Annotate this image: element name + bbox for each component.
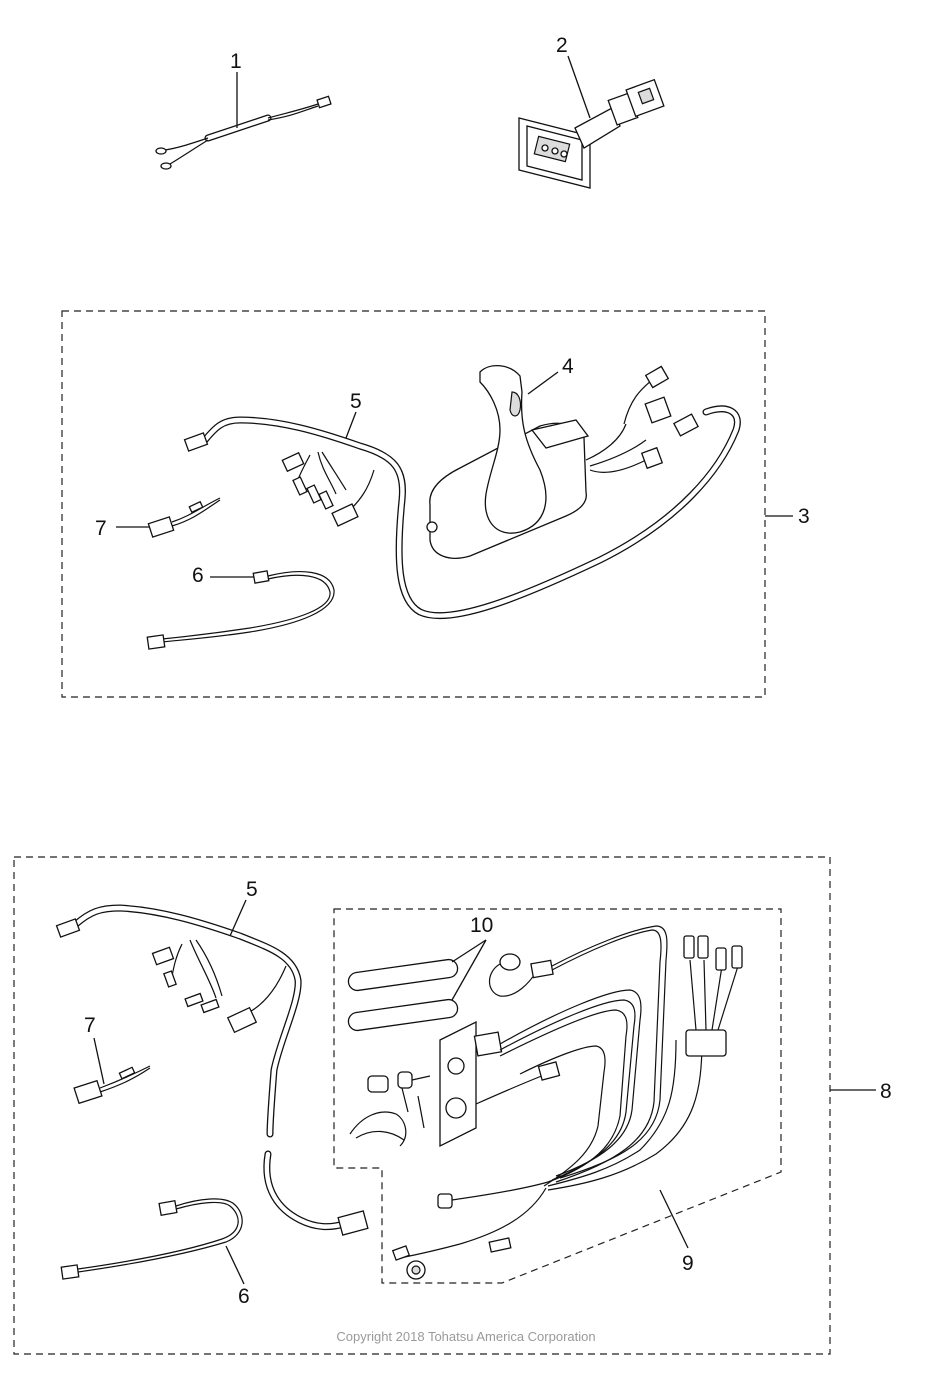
leader-9 <box>659 1189 689 1249</box>
group-3-boundary <box>61 310 766 698</box>
part-7-connector-top <box>147 497 221 538</box>
leader-6b <box>225 1245 245 1285</box>
callout-7b: 7 <box>84 1014 96 1037</box>
leader-5a <box>345 411 357 439</box>
leader-5b <box>229 899 247 937</box>
group-9-boundary <box>333 908 782 1284</box>
callout-8: 8 <box>880 1080 892 1103</box>
part-5-main-harness-bottom <box>55 904 369 1236</box>
callout-6b: 6 <box>238 1285 250 1308</box>
part-5-main-harness-top <box>183 405 741 620</box>
callout-3: 3 <box>798 505 810 528</box>
callout-7a: 7 <box>95 517 107 540</box>
callout-9: 9 <box>682 1252 694 1275</box>
leader-10a <box>451 939 487 963</box>
part-4-remote-control-box <box>426 365 672 559</box>
callout-6a: 6 <box>192 564 204 587</box>
part-6-lead-bottom <box>60 1198 243 1280</box>
leader-10b <box>451 939 487 1001</box>
group-8-boundary <box>13 856 831 1355</box>
copyright-text: Copyright 2018 Tohatsu America Corporati… <box>336 1329 595 1344</box>
part-6-lead-top <box>146 570 335 650</box>
leader-7b <box>93 1037 105 1085</box>
callout-10: 10 <box>470 914 493 937</box>
part-10-sleeves <box>347 958 459 1032</box>
leader-4 <box>527 371 559 395</box>
callout-1: 1 <box>230 50 242 73</box>
callout-5a: 5 <box>350 390 362 413</box>
part-9-switch-panel-harness <box>349 925 743 1280</box>
callout-5b: 5 <box>246 878 258 901</box>
callout-2: 2 <box>556 34 568 57</box>
part-2-plug-plate <box>518 78 665 189</box>
part-7-connector-bottom <box>73 1065 151 1105</box>
leader-2 <box>567 55 591 119</box>
callout-4: 4 <box>562 355 574 378</box>
part-1-wire-harness <box>155 95 332 170</box>
